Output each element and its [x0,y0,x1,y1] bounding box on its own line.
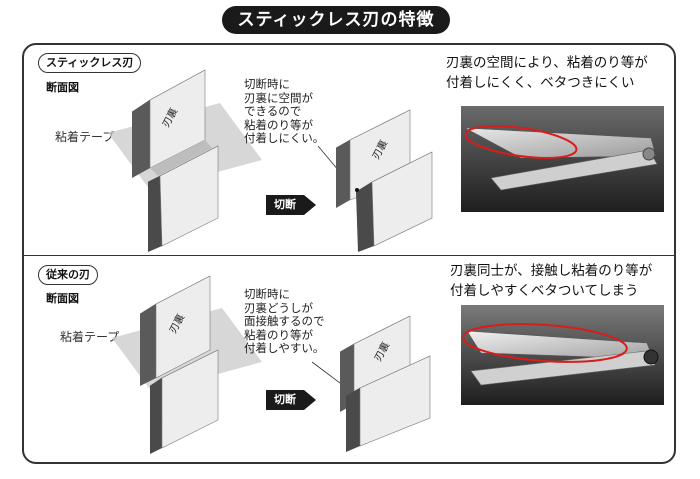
stickless-blade-label: スティックレス刃 [38,53,142,73]
cut-label-top: 切断 [266,195,304,215]
cross-section-label-top: 断面図 [46,81,79,94]
cut-label-bottom: 切断 [266,390,304,410]
arrow-right-icon [304,195,316,215]
tape-label-top: 粘着テープ [55,130,115,144]
content-frame [22,43,676,464]
section-divider [22,255,676,256]
conventional-blade-label: 従来の刃 [38,265,98,285]
conventional-caption: 刃裏同士が、接触し粘着のり等が 付着しやすくベタついてしまう [450,263,653,299]
tape-label-bottom: 粘着テープ [60,330,120,344]
blade-label-bottom-right: 刃裏 [371,340,392,364]
conventional-scissors-photo [461,305,664,405]
cut-indicator-bottom: 切断 [266,390,316,410]
cross-section-label-bottom: 断面図 [46,292,79,305]
cut-indicator-top: 切断 [266,195,316,215]
stickless-note: 切断時に 刃裏に空間が できるので 粘着のり等が 付着しにくい。 [244,77,325,145]
page-title: スティックレス刃の特徴 [222,6,450,34]
stickless-caption: 刃裏の空間により、粘着のり等が 付着しにくく、ベタつきにくい [446,55,648,91]
stickless-scissors-photo [461,106,664,212]
conventional-note: 切断時に 刃裏どうしが 面接触するので 粘着のり等が 付着しやすい。 [244,287,325,355]
arrow-right-icon [304,390,316,410]
